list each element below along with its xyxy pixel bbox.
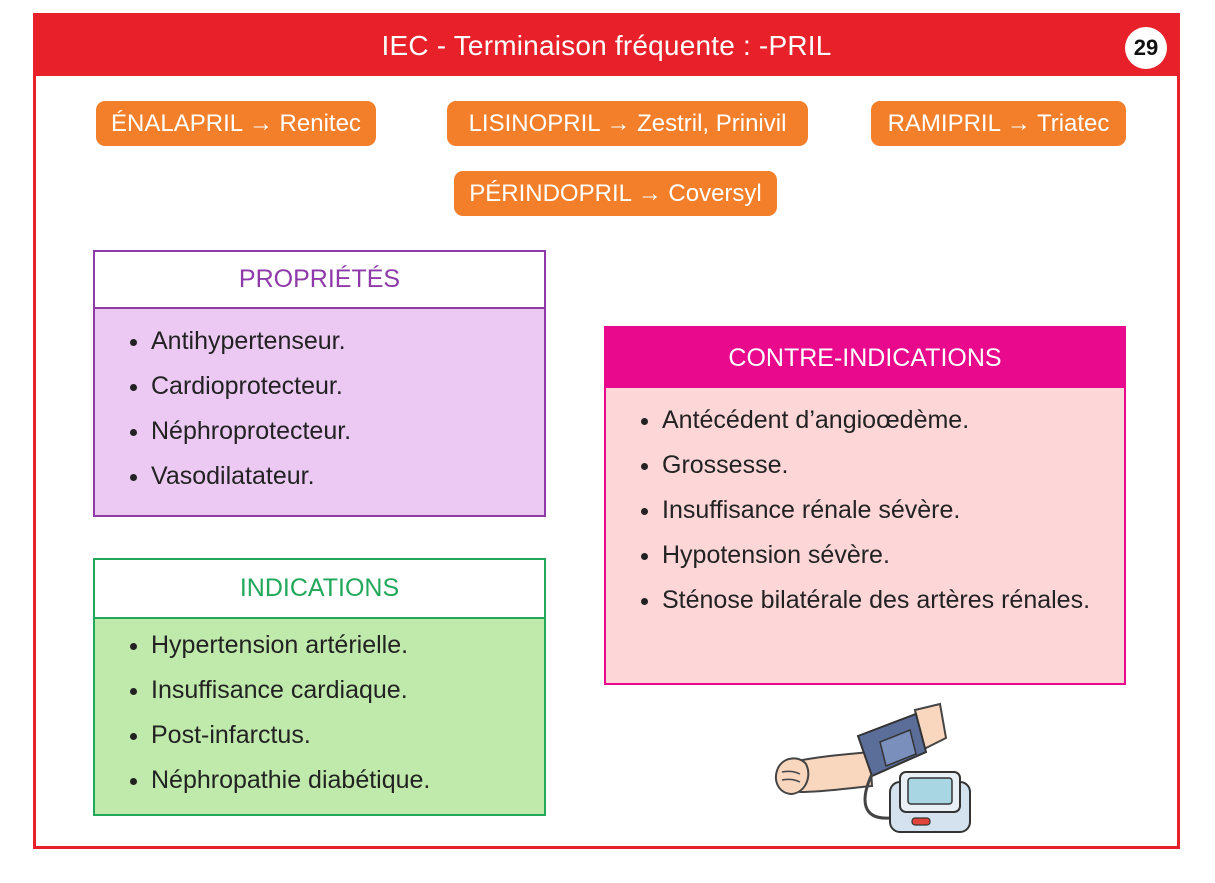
proprietes-title: PROPRIÉTÉS [95, 252, 544, 309]
drug-pill-perindopril: PÉRINDOPRIL → Coversyl [454, 171, 777, 216]
indications-title: INDICATIONS [95, 560, 544, 619]
page-number-badge: 29 [1125, 27, 1167, 69]
contre-indications-box: CONTRE-INDICATIONS Antécédent d’angioœdè… [604, 326, 1126, 685]
proprietes-list: Antihypertenseur. Cardioprotecteur. Néph… [95, 309, 544, 499]
list-item: Hypertension artérielle. [151, 623, 544, 668]
list-item: Grossesse. [662, 443, 1104, 488]
list-item: Insuffisance rénale sévère. [662, 488, 1104, 533]
indications-list: Hypertension artérielle. Insuffisance ca… [95, 619, 544, 803]
header-bar: IEC - Terminaison fréquente : -PRIL 29 [36, 16, 1177, 76]
list-item: Cardioprotecteur. [151, 364, 544, 409]
list-item: Néphropathie diabétique. [151, 758, 544, 803]
blood-pressure-monitor-icon [740, 690, 990, 845]
page-title: IEC - Terminaison fréquente : -PRIL [381, 30, 832, 61]
contre-indications-list: Antécédent d’angioœdème. Grossesse. Insu… [606, 388, 1124, 623]
list-item: Post-infarctus. [151, 713, 544, 758]
list-item: Néphroprotecteur. [151, 409, 544, 454]
drug-pill-ramipril: RAMIPRIL → Triatec [871, 101, 1126, 146]
proprietes-box: PROPRIÉTÉS Antihypertenseur. Cardioprote… [93, 250, 546, 517]
list-item: Insuffisance cardiaque. [151, 668, 544, 713]
indications-box: INDICATIONS Hypertension artérielle. Ins… [93, 558, 546, 816]
list-item: Antécédent d’angioœdème. [662, 398, 1104, 443]
drug-pill-lisinopril: LISINOPRIL → Zestril, Prinivil [447, 101, 808, 146]
list-item: Hypotension sévère. [662, 533, 1104, 578]
list-item: Antihypertenseur. [151, 319, 544, 364]
drug-pill-enalapril: ÉNALAPRIL → Renitec [96, 101, 376, 146]
list-item: Sténose bilatérale des artères rénales. [662, 578, 1104, 623]
list-item: Vasodilatateur. [151, 454, 544, 499]
contre-indications-title: CONTRE-INDICATIONS [606, 328, 1124, 388]
